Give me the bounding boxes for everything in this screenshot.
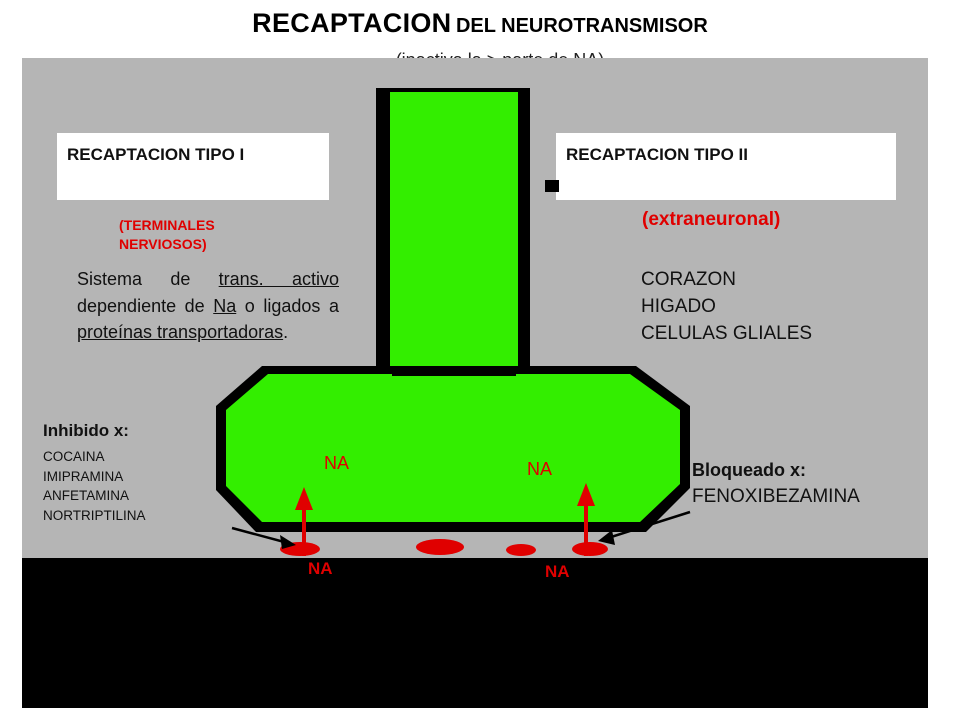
box-notch (545, 180, 559, 192)
inhibitor-item: IMIPRAMINA (43, 468, 124, 484)
underlined-term: Na (213, 295, 237, 316)
axon-terminal-fill (226, 374, 680, 522)
text-run: o ligados a (236, 295, 339, 316)
organ-item: CELULAS GLIALES (641, 323, 813, 344)
postsynaptic-region (22, 558, 928, 708)
reuptake-type2-label: RECAPTACION TIPO II (566, 145, 748, 164)
organ-item: HIGADO (641, 296, 716, 317)
blocker-pointer (598, 510, 691, 545)
inhibitor-title: Inhibido x: (43, 421, 129, 440)
reuptake-arrow-right (577, 483, 595, 556)
text-run: Sistema de (77, 269, 219, 289)
reuptake-type1-box: RECAPTACION TIPO I (57, 133, 329, 200)
underlined-term: proteínas transportadoras (77, 322, 284, 342)
title-rest: DEL NEUROTRANSMISOR (455, 15, 708, 37)
na-label-inside-left: NA (324, 453, 350, 473)
title-main: RECAPTACION (252, 8, 452, 38)
na-vesicle (506, 544, 536, 556)
inhibitor-list: COCAINA IMIPRAMINA ANFETAMINA NORTRIPTIL… (43, 447, 146, 525)
text-run: dependiente de (77, 295, 214, 316)
inhibitor-item: COCAINA (43, 449, 105, 464)
inhibitor-pointer (231, 526, 296, 549)
type2-location: (extraneuronal) (642, 209, 781, 230)
na-vesicle (572, 542, 608, 556)
organ-item: CORAZON (641, 269, 736, 290)
text-run: . (283, 322, 289, 342)
na-vesicle (416, 539, 464, 555)
slide-title: RECAPTACION DEL NEUROTRANSMISOR (0, 8, 960, 39)
blocker-title: Bloqueado x: (692, 460, 807, 480)
na-label-cleft-right: NA (545, 562, 570, 581)
released-neurotransmitter (280, 539, 608, 556)
transport-description: Sistema de trans. activo dependiente de … (77, 266, 339, 346)
type2-organs: CORAZON HIGADO CELULAS GLIALES (641, 266, 812, 347)
type1-location: (TERMINALES NERVIOSOS) (119, 217, 215, 252)
blocker-item: FENOXIBEZAMINA (692, 486, 860, 507)
na-label-cleft-left: NA (308, 559, 333, 578)
axon-stem-fill (390, 92, 518, 384)
reuptake-arrow-left (295, 487, 313, 556)
na-label-inside-right: NA (527, 459, 553, 479)
reuptake-type1-label: RECAPTACION TIPO I (67, 145, 245, 164)
inhibitor-item: ANFETAMINA (43, 488, 130, 503)
inhibitor-item: NORTRIPTILINA (43, 507, 146, 523)
reuptake-type2-box: RECAPTACION TIPO II (556, 133, 896, 200)
underlined-term: trans. activo (218, 269, 339, 289)
